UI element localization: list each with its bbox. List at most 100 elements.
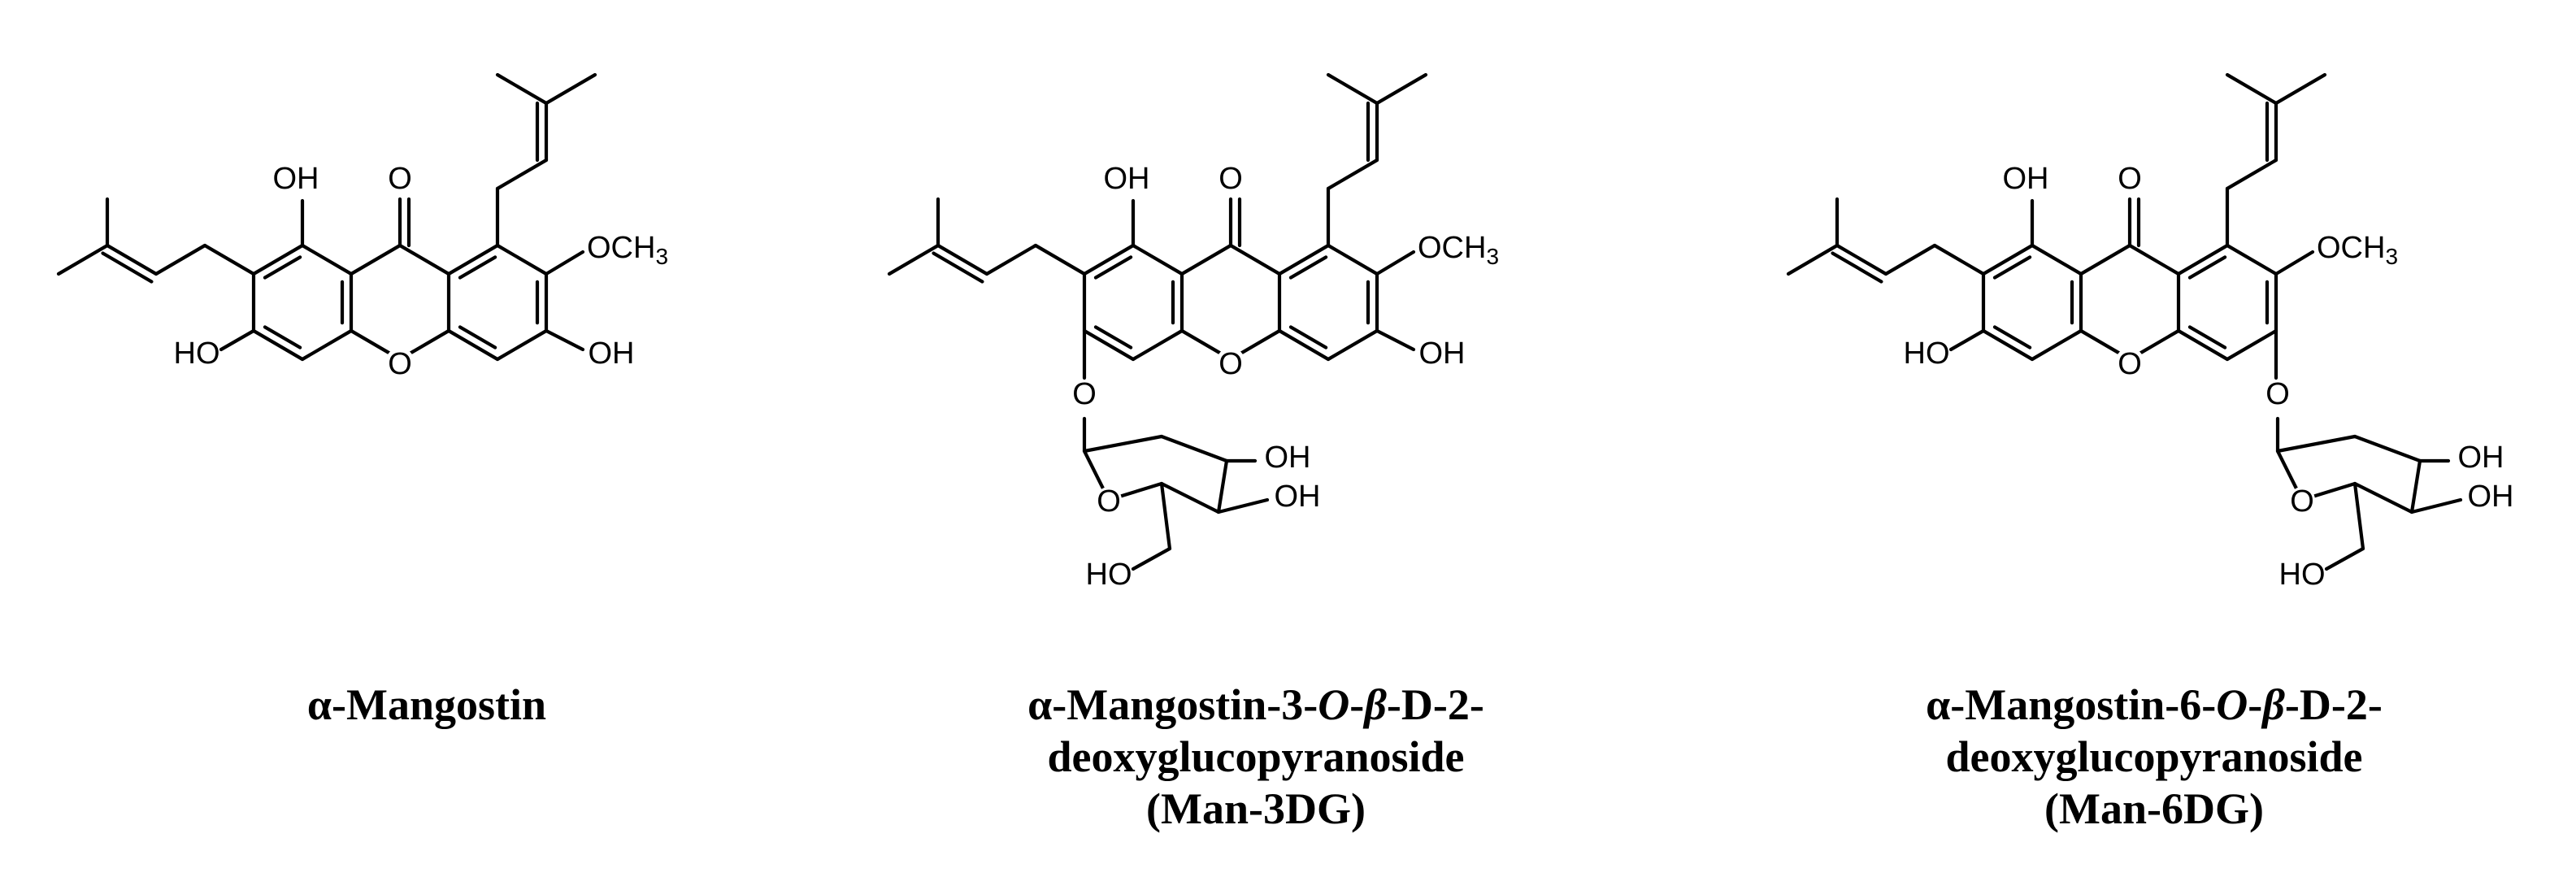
methoxy-label: OCH3 (587, 231, 668, 269)
bond (2275, 434, 2357, 454)
bond (1216, 497, 1270, 514)
bond (446, 328, 500, 362)
bond (2030, 243, 2083, 276)
hydroxyl-label: OH (2003, 162, 2049, 196)
bond (1131, 546, 1172, 571)
hydroxyl-label: HO (1086, 558, 1132, 592)
bond (1326, 328, 1379, 362)
bond (1326, 72, 1379, 106)
bond (495, 72, 549, 106)
bond (1082, 328, 1136, 362)
ring-oxygen-label: O (1218, 347, 1243, 381)
bond (2225, 328, 2278, 362)
bond (251, 328, 305, 362)
double-bond-inner (1992, 325, 2032, 349)
sugar-ring-oxygen-bg (1096, 487, 1122, 513)
bond (2409, 497, 2463, 514)
bond (2225, 243, 2278, 276)
hydroxyl-label: OH (1275, 480, 1321, 514)
double-bond-inner (458, 325, 497, 349)
double-bond-inner (2187, 255, 2227, 280)
bond (1948, 328, 1986, 352)
bond (397, 243, 451, 276)
double-bond-inner (263, 325, 302, 349)
methoxy-label: OCH3 (1418, 231, 1499, 269)
double-bond-inner (2187, 325, 2227, 349)
bond (1375, 72, 1428, 106)
bond (1228, 243, 1282, 276)
double-bond-inner (932, 251, 984, 284)
bond (1179, 243, 1233, 276)
bond (251, 243, 305, 276)
bond (446, 243, 500, 276)
bond (2079, 243, 2132, 276)
bond (1216, 458, 1229, 514)
caption-man-6dg: α-Mangostin-6-O-β-D-2- deoxyglucopyranos… (1748, 679, 2561, 835)
bond (349, 243, 402, 276)
bond (544, 72, 597, 106)
glycosidic-oxygen-label: O (2265, 377, 2290, 411)
double-bond-inner (1992, 255, 2032, 280)
bond (2352, 481, 2414, 514)
bond (2324, 546, 2365, 571)
prenyl-double-bond (1835, 243, 1888, 276)
caption-line3: (Man-6DG) (2044, 784, 2264, 833)
bond (2127, 243, 2181, 276)
bond (1326, 158, 1379, 191)
sugar-ring-oxygen-label: O (1097, 484, 1121, 519)
caption-line1: α-Mangostin-3-O-β-D-2- (1027, 680, 1484, 729)
bond (1277, 243, 1331, 276)
ring-oxygen-label: O (388, 347, 412, 381)
double-bond-inner (1093, 325, 1133, 349)
bond (2030, 328, 2083, 362)
double-bond-inner (458, 255, 497, 280)
bond (1981, 243, 2035, 276)
bond (2352, 481, 2365, 551)
glycosidic-oxygen-label: O (1072, 377, 1097, 411)
bond (1131, 243, 1184, 276)
bond (1326, 243, 1379, 276)
bond (495, 328, 549, 362)
double-bond-inner (1093, 255, 1133, 280)
ring-oxygen-bg (385, 348, 415, 377)
bond (1277, 328, 1331, 362)
bond (2225, 72, 2278, 106)
hydroxyl-label: HO (174, 336, 220, 371)
bond (1375, 250, 1416, 276)
bond (1883, 243, 1937, 276)
double-bond-inner (1288, 255, 1328, 280)
hydroxyl-label: OH (1265, 441, 1311, 475)
bond (2352, 434, 2422, 463)
bond (1159, 481, 1221, 514)
bond (1033, 243, 1087, 276)
bond (544, 328, 585, 352)
double-bond-inner (101, 251, 154, 284)
bond (219, 328, 256, 352)
bond (1159, 481, 1172, 551)
double-bond-inner (1831, 251, 1883, 284)
carbonyl-oxygen-label: O (2118, 162, 2142, 196)
caption-line3: (Man-3DG) (1146, 784, 1366, 833)
bond (2274, 250, 2315, 276)
bond (2225, 158, 2278, 191)
bond (56, 243, 110, 276)
prenyl-double-bond (936, 243, 989, 276)
caption-man-3dg: α-Mangostin-3-O-β-D-2- deoxyglucopyranos… (849, 679, 1662, 835)
bond (1082, 434, 1164, 454)
bond (1131, 328, 1184, 362)
carbonyl-oxygen-label: O (388, 162, 412, 196)
hydroxyl-label: OH (1104, 162, 1150, 196)
bond (1786, 243, 1840, 276)
prenyl-double-bond (105, 243, 159, 276)
methoxy-label: OCH3 (2317, 231, 2398, 269)
bond (544, 250, 585, 276)
bond (495, 243, 549, 276)
caption-alpha-mangostin: α-Mangostin (20, 679, 833, 731)
sugar-ring-oxygen-bg (2289, 487, 2315, 513)
carbonyl-oxygen-label: O (1218, 162, 1243, 196)
bond (300, 328, 354, 362)
